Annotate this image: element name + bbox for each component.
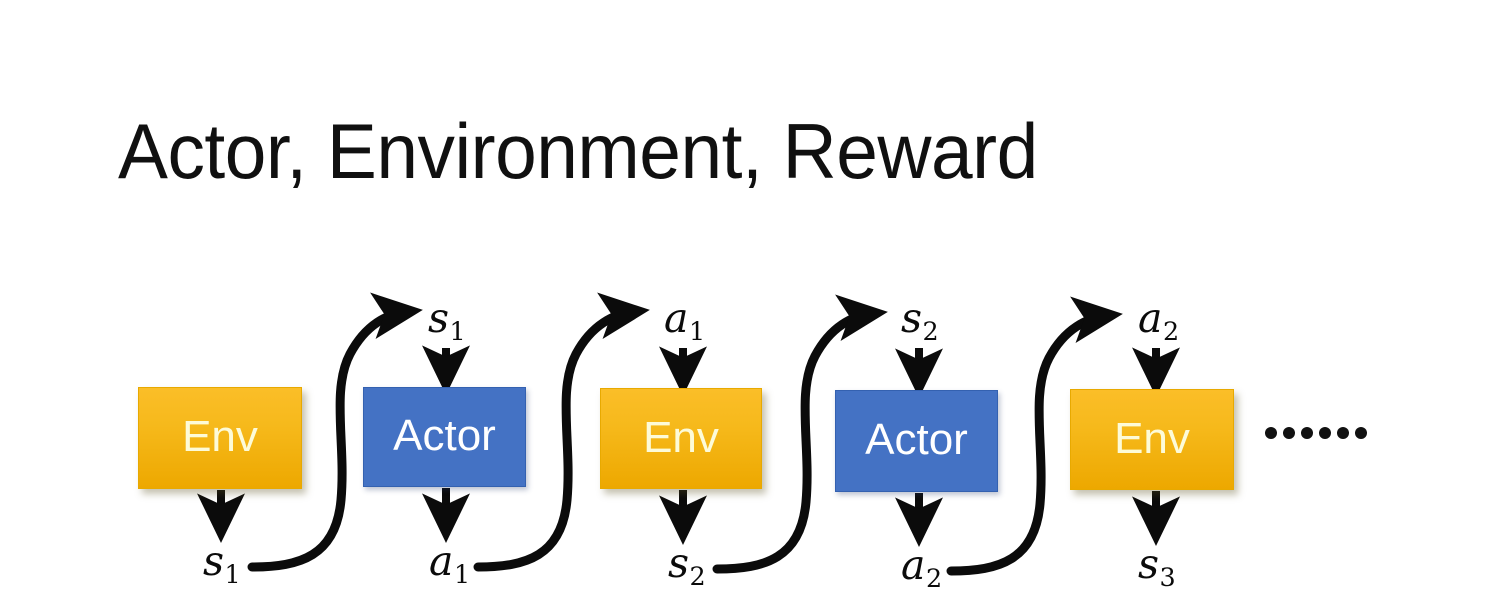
node-env-1-label: Env [182,412,258,461]
label-bottom-s2: s2 [668,543,706,589]
curve-s1-feedback [247,292,423,572]
label-bottom-a1-subscript: 1 [453,558,471,589]
label-top-s1: s1 [428,298,466,344]
label-bottom-s1-subscript: 1 [224,558,241,589]
label-bottom-a2: a2 [901,545,942,591]
label-bottom-a2-symbol: a [901,541,926,589]
node-env-3[interactable]: Env [1070,389,1234,490]
curve-a2-feedback [946,296,1123,576]
label-top-s2-subscript: 2 [922,315,939,346]
page-title: Actor, Environment, Reward [118,107,1038,195]
ellipsis-dot [1319,427,1331,439]
label-top-a1-subscript: 1 [688,315,706,346]
label-bottom-s2-symbol: s [668,539,690,587]
curve-a1-feedback [473,292,650,572]
node-env-3-label: Env [1114,413,1190,463]
label-top-a2-symbol: a [1138,294,1163,342]
label-top-s2: s2 [901,298,939,344]
label-top-s2-symbol: s [901,294,923,342]
ellipsis-dot [1283,427,1295,439]
label-top-s1-subscript: 1 [449,315,466,346]
ellipsis-dot [1337,427,1349,439]
curve-s2-feedback [712,294,888,574]
label-bottom-s1: s1 [203,541,241,587]
label-bottom-s3-symbol: s [1138,540,1160,588]
node-actor-2[interactable]: Actor [835,390,998,492]
label-bottom-s3-subscript: 3 [1159,561,1176,592]
node-actor-1-label: Actor [393,411,496,460]
node-actor-1[interactable]: Actor [363,387,526,487]
label-bottom-a2-subscript: 2 [925,562,943,593]
ellipsis-dot [1355,427,1367,439]
ellipsis-indicator [1265,427,1367,439]
node-env-2[interactable]: Env [600,388,762,489]
label-top-a1: a1 [664,298,705,344]
label-top-a2-subscript: 2 [1162,315,1180,346]
node-env-2-label: Env [643,412,719,462]
label-top-s1-symbol: s [428,294,450,342]
label-bottom-s1-symbol: s [203,537,225,585]
label-bottom-s2-subscript: 2 [689,560,706,591]
node-actor-2-label: Actor [865,415,968,464]
label-bottom-s3: s3 [1138,544,1176,590]
ellipsis-dot [1265,427,1277,439]
label-top-a2: a2 [1138,298,1179,344]
label-bottom-a1: a1 [429,541,470,587]
ellipsis-dot [1301,427,1313,439]
label-bottom-a1-symbol: a [429,537,454,585]
label-top-a1-symbol: a [664,294,689,342]
node-env-1[interactable]: Env [138,387,302,489]
